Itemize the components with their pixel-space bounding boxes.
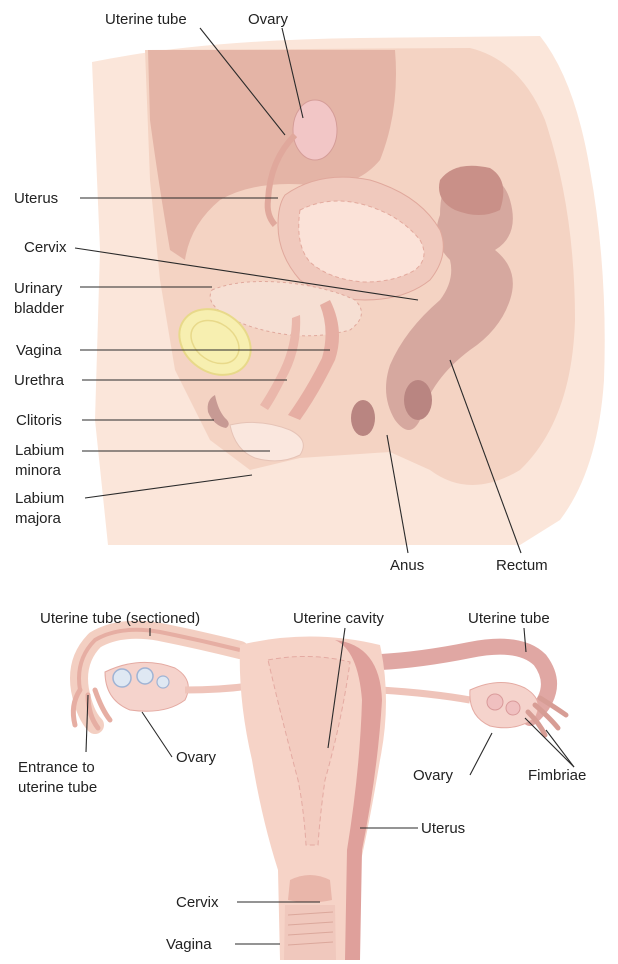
right-follicle-1 xyxy=(487,694,503,710)
label-fimbriae: Fimbriae xyxy=(528,767,586,784)
label-urinary: Urinary xyxy=(14,280,63,297)
leader-ovary-left xyxy=(142,712,172,757)
label-cervix-frontal: Cervix xyxy=(176,894,219,911)
right-fimbriae xyxy=(528,698,566,735)
label-uterus: Uterus xyxy=(14,190,58,207)
label-uterus-frontal: Uterus xyxy=(421,820,465,837)
label-vagina: Vagina xyxy=(16,342,62,359)
leader-ovary-right xyxy=(470,733,492,775)
frontal-view: Uterine tube (sectioned) Uterine cavity … xyxy=(18,610,586,960)
label-entrance-1: Entrance to xyxy=(18,759,95,776)
label-vagina-frontal: Vagina xyxy=(166,936,212,953)
label-ovary-right: Ovary xyxy=(413,767,454,784)
label-bladder: bladder xyxy=(14,300,64,317)
label-uterine-tube-sectioned: Uterine tube (sectioned) xyxy=(40,610,200,627)
label-labium-majora-2: majora xyxy=(15,510,62,527)
label-uterine-tube: Uterine tube xyxy=(105,11,187,28)
left-ovarian-ligament xyxy=(185,686,250,690)
label-labium-minora-2: minora xyxy=(15,462,62,479)
label-uterine-tube-right: Uterine tube xyxy=(468,610,550,627)
anal-sphincter-right xyxy=(404,380,432,420)
label-clitoris: Clitoris xyxy=(16,412,62,429)
label-cervix: Cervix xyxy=(24,239,67,256)
label-ovary: Ovary xyxy=(248,11,289,28)
label-labium-majora-1: Labium xyxy=(15,490,64,507)
right-follicle-2 xyxy=(506,701,520,715)
label-labium-minora-1: Labium xyxy=(15,442,64,459)
ovary-shape xyxy=(293,100,337,160)
label-entrance-2: uterine tube xyxy=(18,779,97,796)
label-rectum: Rectum xyxy=(496,557,548,574)
sagittal-view: Uterine tube Ovary Uterus Cervix Urinary… xyxy=(14,11,605,574)
label-uterine-cavity: Uterine cavity xyxy=(293,610,384,627)
label-ovary-left: Ovary xyxy=(176,749,217,766)
right-ovarian-ligament xyxy=(380,690,470,700)
anal-sphincter-left xyxy=(351,400,375,436)
follicle-3 xyxy=(157,676,169,688)
follicle-2 xyxy=(137,668,153,684)
label-urethra: Urethra xyxy=(14,372,65,389)
follicle-1 xyxy=(113,669,131,687)
leader-fimbriae-2 xyxy=(525,718,574,767)
label-anus: Anus xyxy=(390,557,424,574)
cervix-shape xyxy=(288,875,332,903)
leader-fimbriae-1 xyxy=(546,730,574,767)
